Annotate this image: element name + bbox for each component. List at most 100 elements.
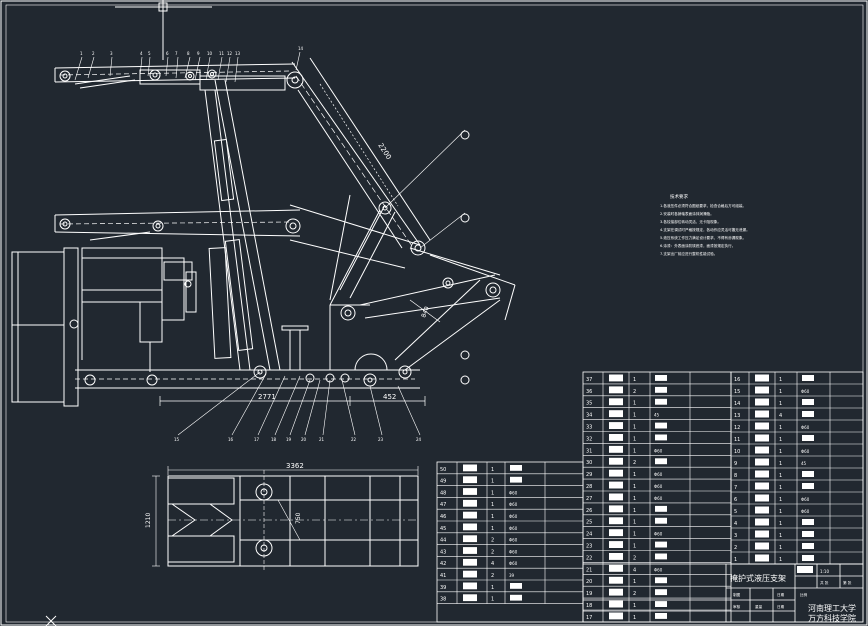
bom-qty: 1 bbox=[779, 401, 782, 407]
bom-note: Φ60 bbox=[654, 496, 663, 501]
bom-redacted-name bbox=[755, 410, 769, 418]
bom-qty: 1 bbox=[779, 389, 782, 395]
bom-item-no: 34 bbox=[586, 413, 592, 419]
bom-item-no: 7 bbox=[734, 485, 737, 491]
leader-label: 24 bbox=[416, 437, 422, 442]
rear-shield bbox=[286, 57, 431, 301]
school-line-2: 万方科技学院 bbox=[808, 613, 856, 623]
bom-redacted-name bbox=[463, 594, 477, 602]
bom-item-no: 23 bbox=[586, 544, 592, 550]
bom-qty: 2 bbox=[633, 591, 636, 597]
bom-redacted-spec bbox=[655, 589, 667, 596]
note-line: 7.支架出厂前应进行整机性能试验。 bbox=[660, 251, 717, 256]
leader-label: 7 bbox=[175, 51, 178, 56]
bom-qty: 2 bbox=[491, 538, 494, 544]
school-line-1: 河南理工大学 bbox=[808, 603, 856, 613]
bom-redacted-name bbox=[609, 445, 623, 453]
bom-qty: 1 bbox=[633, 544, 636, 550]
bom-redacted-name bbox=[609, 481, 623, 489]
bom-item-no: 21 bbox=[586, 567, 592, 573]
bom-redacted-spec bbox=[655, 386, 667, 393]
bom-item-no: 13 bbox=[734, 413, 740, 419]
bom-item-no: 46 bbox=[440, 514, 446, 520]
bom-redacted-name bbox=[609, 493, 623, 501]
bom-redacted-name bbox=[609, 422, 623, 429]
dim-side-length: 2771 bbox=[258, 393, 276, 401]
bom-redacted-name bbox=[755, 554, 769, 562]
bom-qty: 1 bbox=[633, 425, 636, 431]
bom-qty: 1 bbox=[633, 615, 636, 621]
leader-label: 10 bbox=[207, 51, 213, 56]
leader-lines-bottom bbox=[177, 371, 421, 436]
bom-note: 45 bbox=[801, 461, 807, 466]
leader-label: 17 bbox=[254, 437, 260, 442]
canopy-beam bbox=[54, 63, 296, 91]
bom-qty: 1 bbox=[491, 479, 494, 485]
leader-lines-top bbox=[74, 51, 466, 249]
bom-redacted-spec bbox=[510, 583, 522, 589]
bom-qty: 1 bbox=[779, 473, 782, 479]
bom-redacted-spec bbox=[510, 594, 522, 601]
bom-note: 39 bbox=[509, 573, 515, 578]
leader-label: 15 bbox=[174, 437, 180, 442]
bom-redacted-spec bbox=[802, 411, 814, 417]
bom-redacted-name bbox=[609, 398, 623, 406]
bom-redacted-name bbox=[609, 529, 623, 537]
bom-redacted-name bbox=[609, 457, 623, 465]
notes-title: 技术要求 bbox=[670, 193, 688, 200]
scale-value: 1:10 bbox=[820, 569, 829, 574]
bom-redacted-name bbox=[755, 386, 769, 394]
bom-item-no: 41 bbox=[440, 573, 446, 579]
bom-item-no: 37 bbox=[586, 377, 592, 383]
bom-redacted-name bbox=[609, 469, 623, 477]
title-block bbox=[583, 564, 863, 622]
bom-qty: 1 bbox=[779, 449, 782, 455]
bom-item-no: 19 bbox=[586, 591, 592, 597]
bom-note: Φ60 bbox=[654, 532, 663, 537]
bom-redacted-spec bbox=[655, 422, 667, 429]
bom-note: Φ60 bbox=[654, 567, 663, 572]
bom-qty: 1 bbox=[633, 508, 636, 514]
crosshair-cursor-icon bbox=[115, 0, 212, 60]
bom-redacted-name bbox=[755, 506, 769, 514]
bom-redacted-name bbox=[609, 517, 623, 525]
bom-redacted-name bbox=[463, 570, 477, 578]
leader-label: 2 bbox=[92, 51, 95, 56]
bom-item-no: 15 bbox=[734, 389, 740, 395]
bom-note: Φ60 bbox=[509, 538, 518, 543]
bom-item-no: 39 bbox=[440, 585, 446, 591]
note-line: 1.各液压件必须符合图纸要求，检查合格后方可组装。 bbox=[660, 203, 746, 208]
bom-redacted-name bbox=[609, 576, 623, 584]
bom-qty: 2 bbox=[491, 549, 494, 555]
bom-item-no: 42 bbox=[440, 561, 446, 567]
bom-redacted-name bbox=[755, 542, 769, 550]
bom-qty: 2 bbox=[633, 555, 636, 561]
title-small-label: 比例 bbox=[800, 592, 808, 597]
cursor-x-icon bbox=[45, 615, 57, 626]
bom-redacted-name bbox=[755, 518, 769, 526]
bom-item-no: 50 bbox=[440, 467, 446, 473]
bom-redacted-name bbox=[755, 398, 769, 406]
dim-plan-length: 3362 bbox=[286, 462, 304, 470]
bom-qty: 1 bbox=[779, 485, 782, 491]
bom-redacted-spec bbox=[802, 531, 814, 537]
title-small-label: 共 张 bbox=[820, 580, 829, 585]
bom-qty: 1 bbox=[491, 502, 494, 508]
title-small-label: 重量 bbox=[755, 604, 763, 609]
bom-qty: 1 bbox=[633, 496, 636, 502]
dim-diag-short: 840 bbox=[420, 305, 431, 318]
bom-redacted-name bbox=[755, 530, 769, 538]
base-frame bbox=[75, 304, 420, 389]
